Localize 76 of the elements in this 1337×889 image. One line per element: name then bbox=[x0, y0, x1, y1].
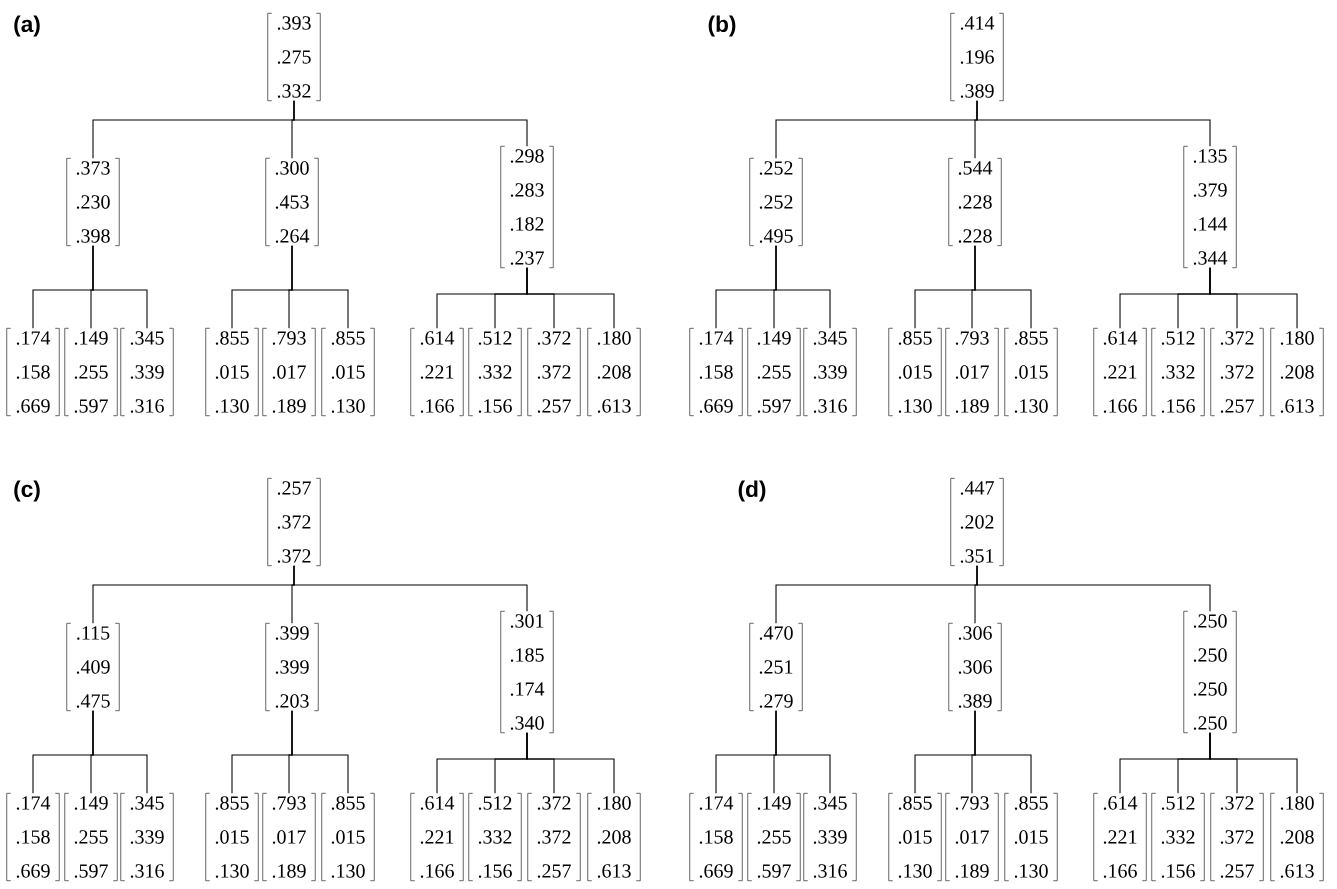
vector: .372 .372 .257 bbox=[1210, 327, 1264, 417]
vector: .149 .255 .597 bbox=[64, 792, 118, 882]
tree-line bbox=[976, 100, 1211, 147]
vector: .345 .339 .316 bbox=[803, 792, 857, 882]
tree-line bbox=[1209, 732, 1298, 794]
panel-label: (a) bbox=[14, 15, 40, 37]
vector: .470 .251 .279 bbox=[749, 622, 803, 712]
vector: .306 .306 .389 bbox=[948, 622, 1002, 712]
vector: .512 .332 .156 bbox=[1151, 327, 1205, 417]
panel-label: (d) bbox=[738, 480, 766, 502]
tree-line bbox=[92, 245, 148, 329]
vector: .372 .372 .257 bbox=[527, 792, 581, 882]
vector: .399 .399 .203 bbox=[265, 622, 319, 712]
vector: .174 .158 .669 bbox=[689, 327, 743, 417]
tree-line bbox=[291, 245, 349, 329]
vector: .345 .339 .316 bbox=[803, 327, 857, 417]
vector: .180 .208 .613 bbox=[587, 792, 641, 882]
vector: .614 .221 .166 bbox=[1093, 792, 1147, 882]
vector: .174 .158 .669 bbox=[6, 792, 60, 882]
vector: .250 .250 .250 .250 bbox=[1183, 610, 1237, 734]
vector: .793 .017 .189 bbox=[262, 327, 316, 417]
vector: .372 .372 .257 bbox=[527, 327, 581, 417]
tree-line bbox=[1209, 267, 1298, 329]
tree-line bbox=[974, 245, 1032, 329]
tree-line bbox=[92, 710, 148, 794]
vector: .372 .372 .257 bbox=[1210, 792, 1264, 882]
vector: .298 .283 .182 .237 bbox=[500, 145, 554, 269]
vector: .149 .255 .597 bbox=[747, 327, 801, 417]
vector: .855 .015 .130 bbox=[1004, 327, 1058, 417]
vector: .174 .158 .669 bbox=[6, 327, 60, 417]
vector: .512 .332 .156 bbox=[468, 792, 522, 882]
vector: .855 .015 .130 bbox=[321, 327, 375, 417]
vector: .300 .453 .264 bbox=[265, 157, 319, 247]
vector: .614 .221 .166 bbox=[410, 327, 464, 417]
vector: .414 .196 .389 bbox=[950, 12, 1004, 102]
vector: .855 .015 .130 bbox=[321, 792, 375, 882]
vector: .855 .015 .130 bbox=[205, 327, 259, 417]
tree-line bbox=[775, 710, 831, 794]
vector: .345 .339 .316 bbox=[120, 792, 174, 882]
tree-line bbox=[293, 565, 528, 612]
vector: .544 .228 .228 bbox=[948, 157, 1002, 247]
vector: .793 .017 .189 bbox=[262, 792, 316, 882]
vector: .614 .221 .166 bbox=[410, 792, 464, 882]
vector: .115 .409 .475 bbox=[66, 622, 120, 712]
vector: .252 .252 .495 bbox=[749, 157, 803, 247]
vector: .855 .015 .130 bbox=[888, 327, 942, 417]
vector: .135 .379 .144 .344 bbox=[1183, 145, 1237, 269]
vector: .345 .339 .316 bbox=[120, 327, 174, 417]
tree-line bbox=[974, 710, 1032, 794]
vector: .149 .255 .597 bbox=[747, 792, 801, 882]
panel-label: (b) bbox=[708, 15, 736, 37]
tree-line bbox=[293, 100, 528, 147]
vector: .180 .208 .613 bbox=[1270, 792, 1324, 882]
vector: .393 .275 .332 bbox=[267, 12, 321, 102]
tree-line bbox=[526, 267, 615, 329]
vector: .614 .221 .166 bbox=[1093, 327, 1147, 417]
vector: .174 .158 .669 bbox=[689, 792, 743, 882]
vector: .855 .015 .130 bbox=[205, 792, 259, 882]
vector: .855 .015 .130 bbox=[888, 792, 942, 882]
vector: .301 .185 .174 .340 bbox=[500, 610, 554, 734]
tree-line bbox=[775, 245, 831, 329]
vector: .180 .208 .613 bbox=[1270, 327, 1324, 417]
vector: .149 .255 .597 bbox=[64, 327, 118, 417]
vector: .180 .208 .613 bbox=[587, 327, 641, 417]
vector: .793 .017 .189 bbox=[945, 792, 999, 882]
vector: .373 .230 .398 bbox=[66, 157, 120, 247]
vector: .512 .332 .156 bbox=[1151, 792, 1205, 882]
vector: .512 .332 .156 bbox=[468, 327, 522, 417]
vector: .793 .017 .189 bbox=[945, 327, 999, 417]
vector: .447 .202 .351 bbox=[950, 477, 1004, 567]
tree-line bbox=[291, 710, 349, 794]
panel-label: (c) bbox=[14, 480, 40, 502]
vector: .855 .015 .130 bbox=[1004, 792, 1058, 882]
tree-line bbox=[526, 732, 615, 794]
vector: .257 .372 .372 bbox=[267, 477, 321, 567]
tree-line bbox=[976, 565, 1211, 612]
